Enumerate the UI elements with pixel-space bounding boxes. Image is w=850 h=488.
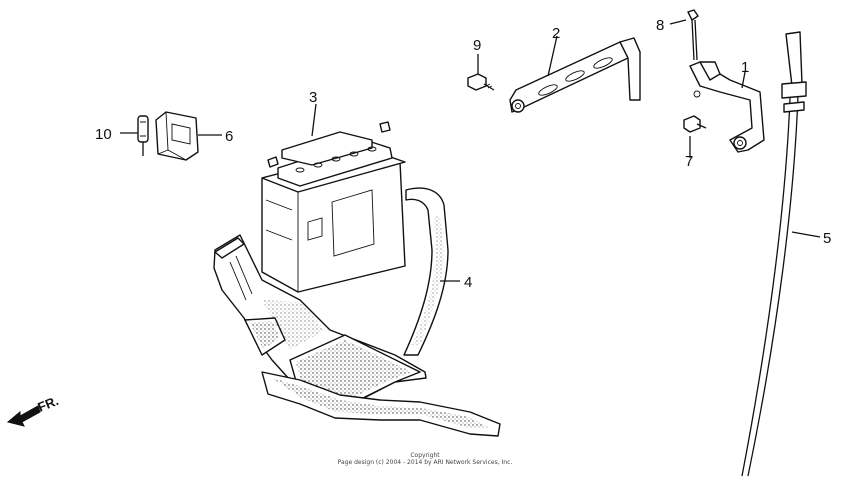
callout-6: 6 bbox=[225, 128, 233, 145]
pin-part bbox=[687, 9, 699, 61]
callout-numbers: 1 2 3 4 5 6 7 8 9 10 bbox=[95, 17, 831, 291]
front-direction-indicator: FR. bbox=[6, 393, 61, 427]
callout-8: 8 bbox=[656, 17, 664, 34]
callout-5: 5 bbox=[823, 230, 831, 247]
cover-plate-part bbox=[155, 111, 199, 161]
arrow-left-icon bbox=[6, 405, 41, 427]
fuse-part bbox=[137, 115, 149, 156]
direction-label: FR. bbox=[36, 393, 61, 415]
leader-lines bbox=[120, 19, 821, 282]
callout-1: 1 bbox=[741, 59, 749, 76]
callout-4: 4 bbox=[464, 274, 472, 291]
callout-3: 3 bbox=[309, 89, 317, 106]
cable-rod-part bbox=[741, 31, 807, 477]
bracket-part bbox=[509, 37, 641, 113]
copyright-line-1: Copyright bbox=[410, 452, 440, 459]
copyright-notice: Copyright Page design (c) 2004 - 2014 by… bbox=[0, 452, 850, 466]
screw-part-7 bbox=[683, 115, 707, 133]
callout-7: 7 bbox=[685, 153, 693, 170]
callout-9: 9 bbox=[473, 37, 481, 54]
bolt-part-9 bbox=[467, 73, 495, 91]
callout-10: 10 bbox=[95, 126, 112, 143]
battery-part bbox=[261, 121, 406, 293]
copyright-line-2: Page design (c) 2004 - 2014 by ARI Netwo… bbox=[337, 459, 513, 466]
callout-2: 2 bbox=[552, 25, 560, 42]
battery-tray-part bbox=[213, 187, 501, 437]
bracket-part-1 bbox=[689, 61, 765, 153]
